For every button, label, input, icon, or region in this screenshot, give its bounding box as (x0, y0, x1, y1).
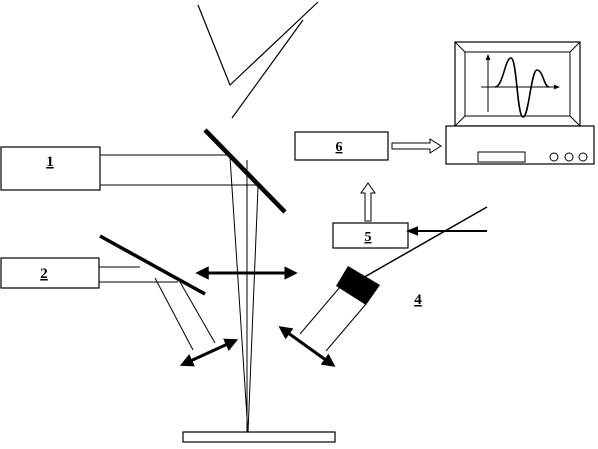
detector-4-label: 4 (414, 292, 422, 308)
lower-mirror (99, 234, 206, 296)
movement-arrows (179, 266, 336, 367)
right-diagonal-double-arrow (278, 326, 336, 367)
case-buttons (549, 152, 588, 162)
hollow-arrow-5-to-6 (360, 182, 376, 222)
source-2: 2 (0, 257, 100, 289)
lower-mirror-beams (154, 277, 216, 351)
source-1-label: 1 (46, 154, 54, 170)
focusing-beams (229, 156, 259, 434)
source-2-label: 2 (40, 266, 48, 282)
hollow-arrow-6-to-computer (391, 138, 442, 154)
detector-block (336, 266, 380, 305)
module-5-label: 5 (365, 230, 372, 245)
detector-probe-lines (299, 286, 367, 352)
screen-waveform (481, 54, 560, 118)
computer (445, 41, 595, 165)
disk-drive-slot (477, 151, 526, 163)
module-6: 6 (294, 131, 389, 161)
source-2-beam (99, 266, 178, 283)
left-diagonal-double-arrow (179, 338, 239, 367)
top-beam-lines (197, 1, 319, 119)
monitor-screen (464, 51, 571, 117)
detector-4: 4 (299, 206, 488, 352)
module-6-label: 6 (336, 140, 343, 155)
upper-mirror (203, 128, 287, 214)
module-5: 5 (332, 222, 487, 249)
sample-plate (182, 431, 336, 443)
source-1: 1 (0, 146, 101, 191)
detector-cable (360, 206, 488, 280)
